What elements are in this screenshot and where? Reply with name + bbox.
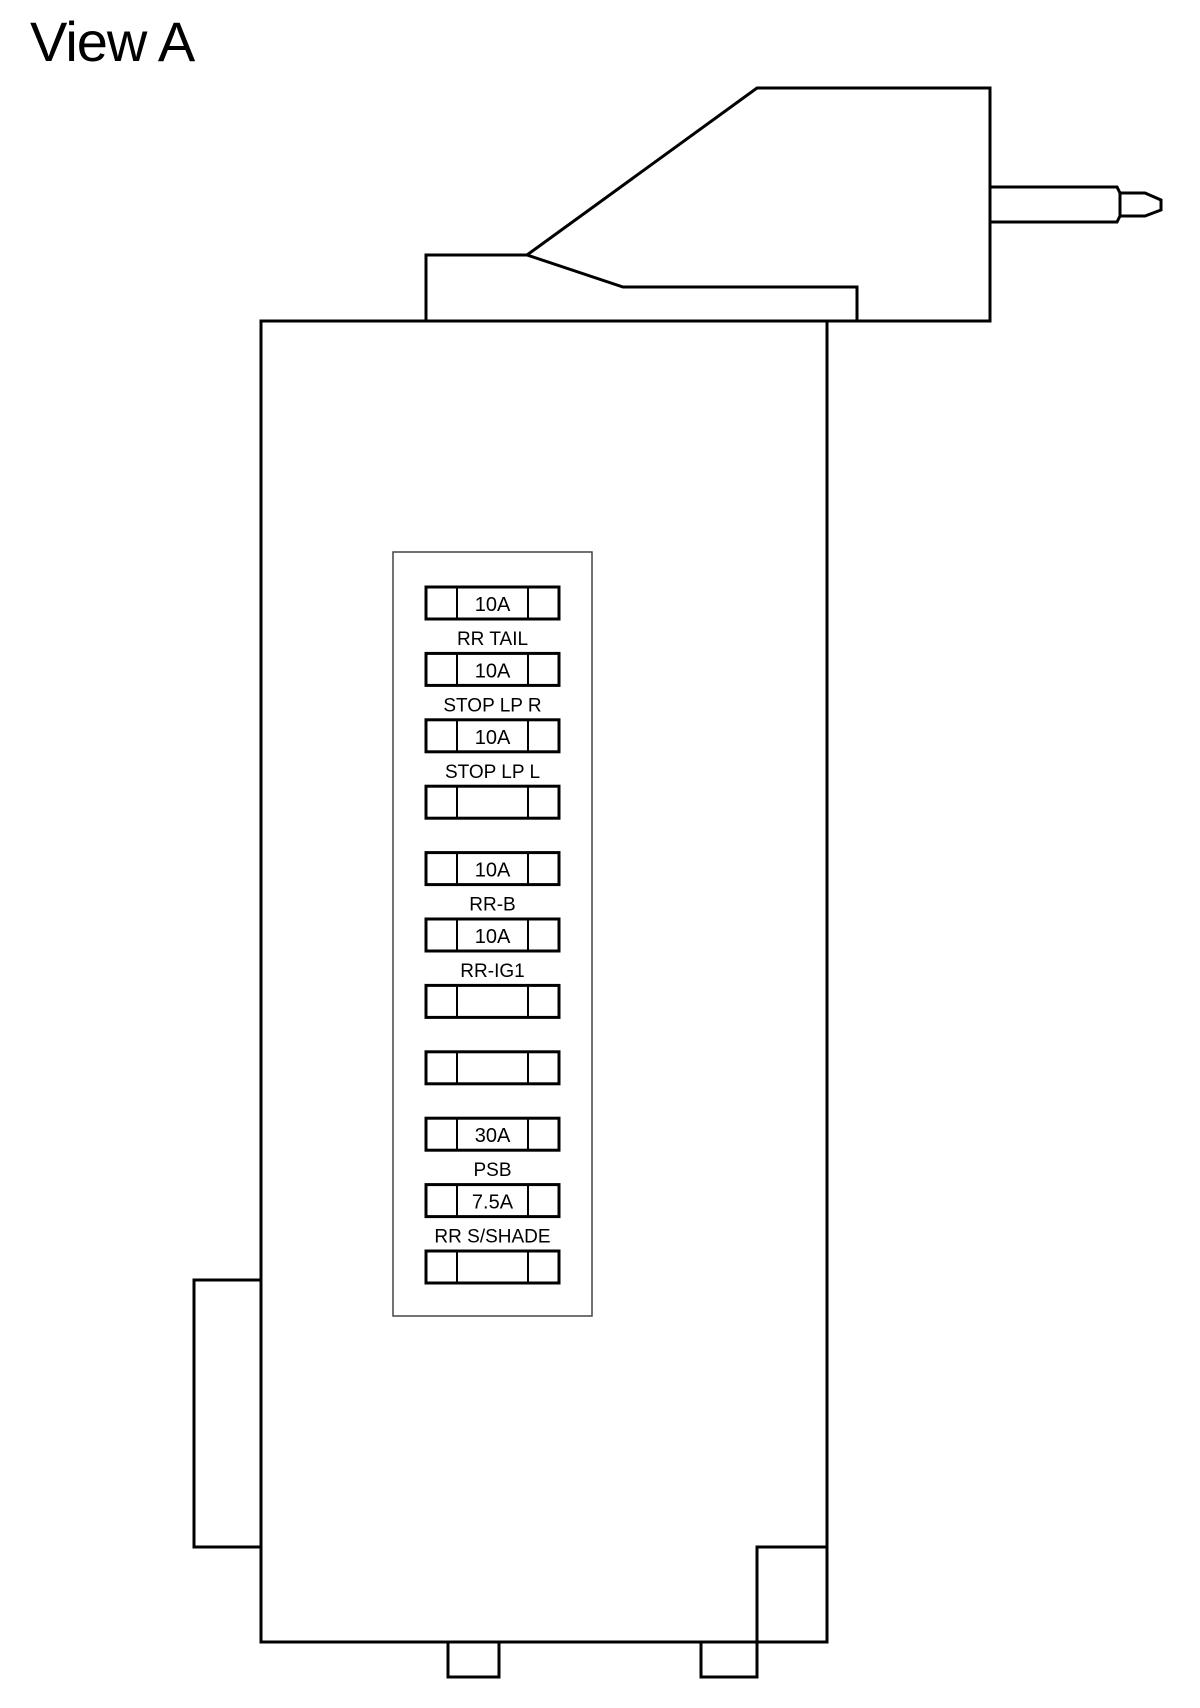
fuse-label: RR-IG1 (460, 961, 524, 982)
fuse-body (424, 651, 561, 687)
fuse-6: 10A RR-IG1 (424, 917, 561, 982)
fuse-body (424, 851, 561, 887)
fuse-rating: 30A (475, 1125, 511, 1147)
fuse-box-housing (259, 319, 829, 1644)
fuse-rating: 10A (475, 926, 511, 948)
fuse-body (424, 1183, 561, 1219)
fuse-2: 10A STOP LP R (424, 651, 561, 716)
fuse-10: 7.5A RR S/SHADE (424, 1183, 561, 1248)
bottom-tab-left (446, 1640, 501, 1679)
fuse-11 (424, 1249, 561, 1285)
fuse-7 (424, 983, 561, 1019)
fuse-label: RR-B (469, 895, 515, 916)
fuse-rating: 7.5A (472, 1192, 514, 1214)
fuse-body (424, 1050, 561, 1086)
fuse-5: 10A RR-B (424, 851, 561, 916)
fuse-body (424, 983, 561, 1019)
fuse-rating: 10A (475, 660, 511, 682)
fuse-rating: 10A (475, 727, 511, 749)
fuse-1: 10A RR TAIL (424, 585, 561, 650)
left-side-clip (192, 1278, 261, 1549)
top-connector-housing (424, 86, 992, 323)
fuse-body (424, 1249, 561, 1285)
fuse-9: 30A PSB (424, 1116, 561, 1181)
fuse-rating: 10A (475, 860, 511, 882)
view-title: View A (30, 10, 195, 73)
fuse-rating: 10A (475, 594, 511, 616)
fuse-list: 10A RR TAIL 10A STOP LP R 10A STOP LP L 10A RR-… (424, 585, 561, 1285)
bottom-tab-right (699, 1640, 759, 1679)
fuse-4 (424, 784, 561, 820)
fuse-body (424, 585, 561, 621)
bottom-notch (755, 1545, 827, 1642)
fuse-body (424, 917, 561, 953)
fuse-body (424, 784, 561, 820)
fuse-8 (424, 1050, 561, 1086)
fuse-3: 10A STOP LP L (424, 718, 561, 783)
mounting-stud (990, 185, 1163, 224)
fuse-body (424, 718, 561, 754)
fuse-label: RR S/SHADE (434, 1227, 550, 1248)
fuse-panel (392, 551, 593, 1317)
fuse-body (424, 1116, 561, 1152)
fuse-label: STOP LP R (443, 695, 541, 716)
fuse-label: RR TAIL (457, 629, 528, 650)
fuse-label: STOP LP L (445, 762, 540, 783)
fuse-label: PSB (473, 1160, 511, 1181)
connector-bracket-line (526, 253, 859, 321)
